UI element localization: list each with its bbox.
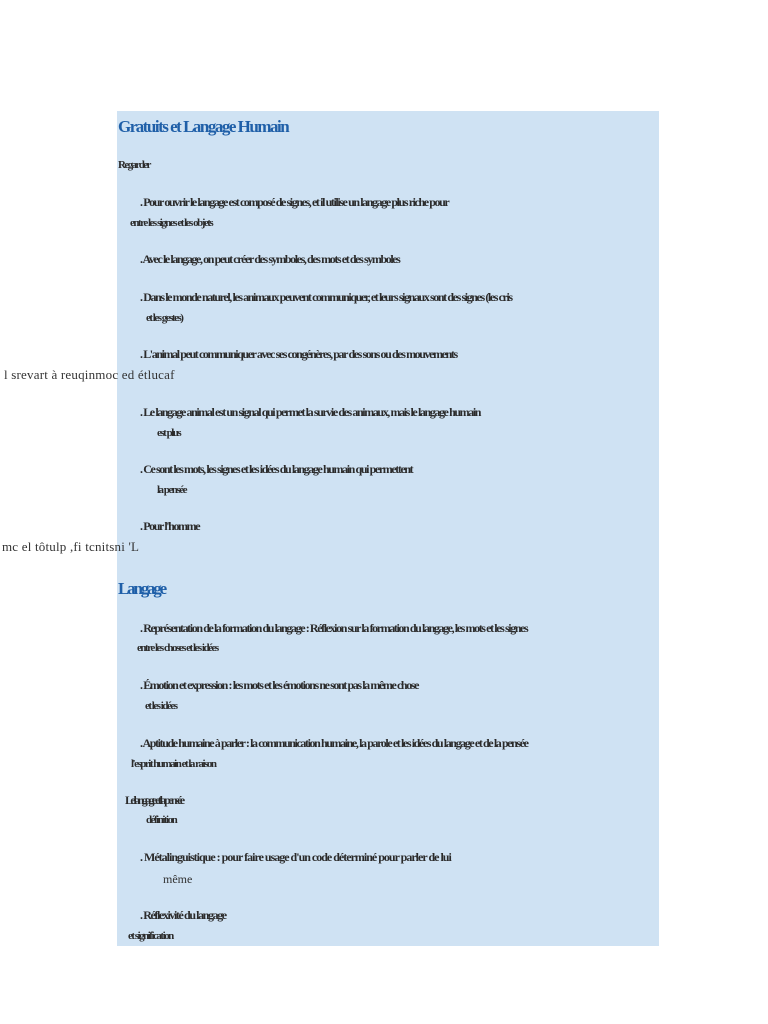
list-item-b5: . Métalinguistique : pour faire usage d'… — [140, 850, 452, 864]
list-item-a1-cont: entre les signes et les objets — [130, 217, 214, 229]
list-item-a2: . Avec le langage, on peut créer des sym… — [140, 252, 401, 266]
list-item-b5-cont: même — [163, 872, 193, 886]
list-item-b3: . Aptitude humaine à parler : la communi… — [140, 736, 529, 750]
content-panel — [117, 111, 659, 946]
list-item-b4-cont: définition — [146, 814, 178, 826]
mirrored-text-1: l srevart à reuqinmoc ed étlucaf — [4, 367, 175, 382]
mirrored-text-2: mc el tôtulp ,fi tcnitsni 'L — [2, 539, 140, 554]
list-item-a1: . Pour ouvrir le langage est composé de … — [140, 195, 450, 209]
list-item-b1-cont: entre les choses et les idées — [137, 642, 219, 654]
list-item-a4: . L'animal peut communiquer avec ses con… — [140, 347, 458, 361]
list-item-a7: . Pour l'homme — [140, 519, 201, 533]
list-item-b2: . Émotion et expression : les mots et le… — [140, 678, 419, 692]
list-item-b2-cont: et les idées — [145, 700, 178, 712]
list-item-a3: . Dans le monde naturel, les animaux peu… — [140, 290, 513, 304]
section-b-heading: Langage — [118, 579, 167, 598]
section-a-label: Regarder — [118, 159, 151, 171]
list-item-a5: . Le langage animal est un signal qui pe… — [140, 405, 481, 419]
list-item-b6-cont: et signification — [128, 930, 174, 942]
list-item-a3-cont: et les gestes) — [146, 312, 184, 324]
list-item-a5-cont: est plus — [157, 427, 182, 439]
list-item-a6-cont: la pensée — [157, 484, 187, 496]
page-title: Gratuits et Langage Humain — [118, 117, 290, 136]
list-item-b4: Le langage et la pensée — [125, 793, 185, 807]
list-item-a6: . Ce sont les mots, les signes et les id… — [140, 462, 414, 476]
list-item-b3-cont: l'esprit humain et la raison — [131, 758, 217, 770]
list-item-b6: . Réflexivité du langage — [140, 908, 227, 922]
list-item-b1: . Représentation de la formation du lang… — [140, 621, 529, 635]
